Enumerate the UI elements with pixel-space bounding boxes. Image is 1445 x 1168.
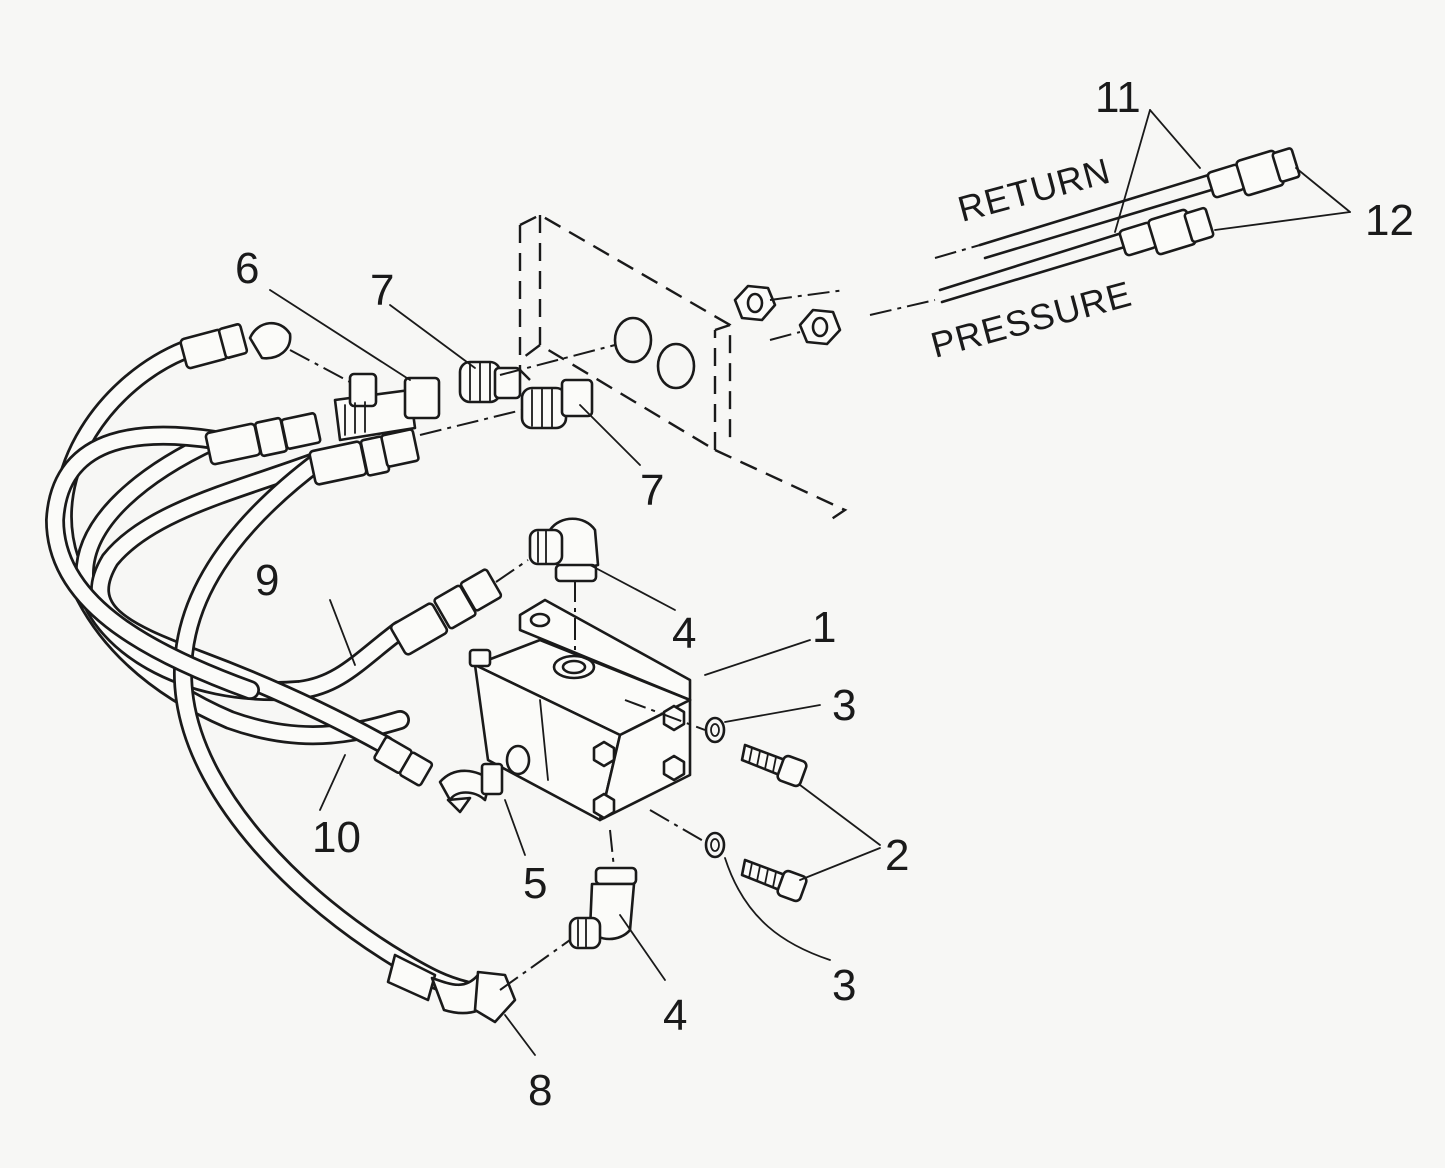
callout-10: 10 xyxy=(312,813,361,862)
hose-10-fitting xyxy=(373,736,434,787)
callout-4-upper: 4 xyxy=(672,609,696,658)
callout-6: 6 xyxy=(235,244,259,293)
hose-10 xyxy=(90,450,395,755)
callout-3-upper: 3 xyxy=(832,681,856,730)
tee-fitting xyxy=(333,372,441,442)
hydraulic-pump xyxy=(468,598,692,822)
elbow-fitting-lower xyxy=(568,866,638,950)
callout-1: 1 xyxy=(812,603,836,652)
bolt-upper xyxy=(740,743,808,788)
small-elbow-fitting xyxy=(438,762,504,814)
hose-fitting-middle xyxy=(204,412,322,466)
callout-4-lower: 4 xyxy=(663,991,687,1040)
hose-1-upper xyxy=(44,425,260,700)
pressure-line xyxy=(938,230,1130,304)
callout-12: 12 xyxy=(1365,196,1414,245)
hose-9-fitting xyxy=(389,568,503,656)
bolt-lower xyxy=(740,858,808,903)
hose-fitting-lower xyxy=(308,428,420,486)
hose-9 xyxy=(74,430,410,702)
return-line-fitting xyxy=(1206,147,1301,199)
pressure-line-fitting xyxy=(1118,206,1215,257)
callout-7-upper: 7 xyxy=(370,266,394,315)
bulkhead-fitting-upper xyxy=(458,360,522,404)
callout-8: 8 xyxy=(528,1066,552,1115)
hex-nut-return xyxy=(733,284,777,322)
return-line xyxy=(934,171,1220,260)
elbow-fitting-upper xyxy=(528,517,600,583)
leader-lines xyxy=(269,109,1351,1056)
pump-bolt-heads xyxy=(592,704,686,820)
washer-upper xyxy=(704,716,726,744)
assembly-centerlines xyxy=(289,289,936,991)
callout-7-lower: 7 xyxy=(640,466,664,515)
washer-lower xyxy=(704,831,726,859)
return-line-label: RETURN xyxy=(953,150,1114,230)
pressure-line-label: PRESSURE xyxy=(926,273,1136,366)
callout-11: 11 xyxy=(1095,73,1141,122)
callout-9: 9 xyxy=(255,556,279,605)
callout-2: 2 xyxy=(885,831,909,880)
callout-5: 5 xyxy=(523,859,547,908)
hex-nut-pressure xyxy=(798,308,842,346)
hose-fitting-top xyxy=(179,321,292,370)
bulkhead-panel xyxy=(518,213,848,521)
hose-8-elbow-fitting xyxy=(386,953,517,1024)
callout-3-lower: 3 xyxy=(832,961,856,1010)
bulkhead-fitting-lower xyxy=(520,378,594,430)
